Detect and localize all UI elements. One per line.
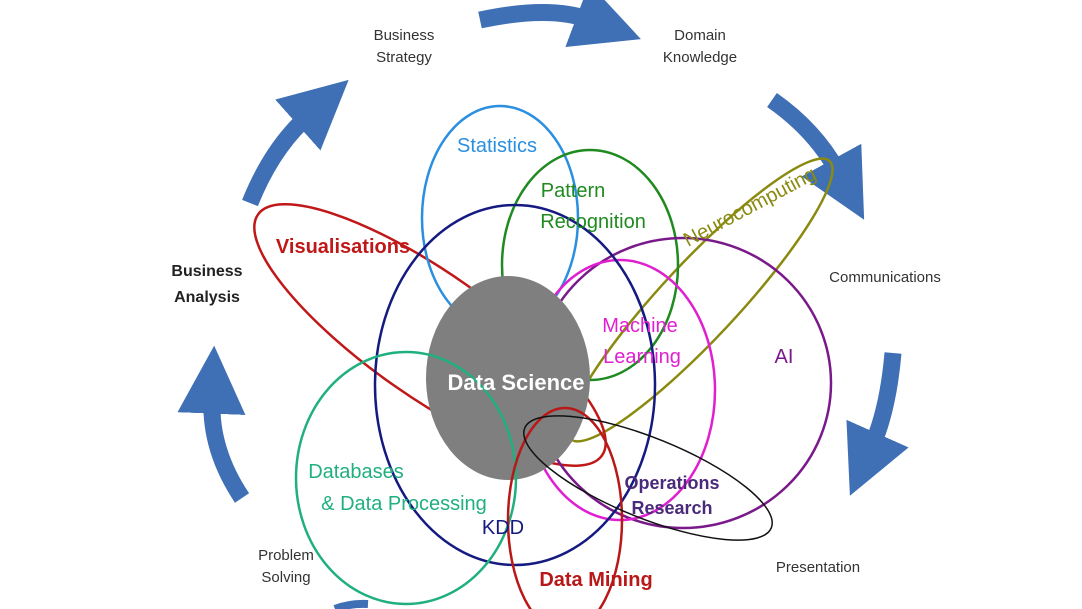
databases-label-1: Databases xyxy=(308,461,404,483)
operations-research-ellipse xyxy=(523,415,773,541)
operations-research-label-2: Research xyxy=(631,498,712,518)
visualisations-ellipse xyxy=(253,203,607,467)
business-analysis-label-2: Analysis xyxy=(174,289,240,306)
presentation-label: Presentation xyxy=(776,559,860,576)
data-mining-ellipse xyxy=(506,406,624,609)
pattern-recognition-circle xyxy=(500,148,680,382)
kdd-label: KDD xyxy=(482,517,524,539)
pattern-recognition-label-2: Recognition xyxy=(540,211,646,233)
business-analysis-label-1: Business xyxy=(171,263,242,280)
databases-circle xyxy=(294,350,518,606)
data-science-blob xyxy=(426,276,590,480)
problem-solving-label-2: Solving xyxy=(261,569,310,586)
domain-knowledge-label-1: Domain xyxy=(674,27,726,44)
domain-knowledge-label-2: Knowledge xyxy=(663,49,737,66)
visualisations-label: Visualisations xyxy=(276,236,410,258)
kdd-circle xyxy=(373,203,657,567)
field-shapes xyxy=(253,104,834,609)
operations-research-label-1: Operations xyxy=(624,473,719,493)
arrow-strategy-to-domain xyxy=(478,0,641,48)
arrow-domain-to-communications xyxy=(767,93,865,220)
arrow-bottom-partial xyxy=(333,599,369,609)
arrow-problem-to-analysis xyxy=(177,345,250,503)
cycle-arrows xyxy=(177,0,909,609)
problem-solving-label-1: Problem xyxy=(258,547,314,564)
business-strategy-label-2: Strategy xyxy=(376,49,432,66)
machine-learning-label-1: Machine xyxy=(602,315,678,337)
machine-learning-label-2: Learning xyxy=(603,346,681,368)
arrow-communications-to-presentation xyxy=(846,352,909,496)
cycle-labels: Business Strategy Domain Knowledge Commu… xyxy=(171,27,940,586)
data-mining-label: Data Mining xyxy=(539,569,652,591)
pattern-recognition-label-1: Pattern xyxy=(541,180,605,202)
business-strategy-label-1: Business xyxy=(374,27,435,44)
data-science-label: Data Science xyxy=(448,370,585,395)
statistics-label: Statistics xyxy=(457,135,537,157)
databases-label-2: & Data Processing xyxy=(321,493,487,515)
ai-label: AI xyxy=(775,346,794,368)
communications-label: Communications xyxy=(829,269,941,286)
arrow-analysis-to-strategy xyxy=(242,79,349,207)
